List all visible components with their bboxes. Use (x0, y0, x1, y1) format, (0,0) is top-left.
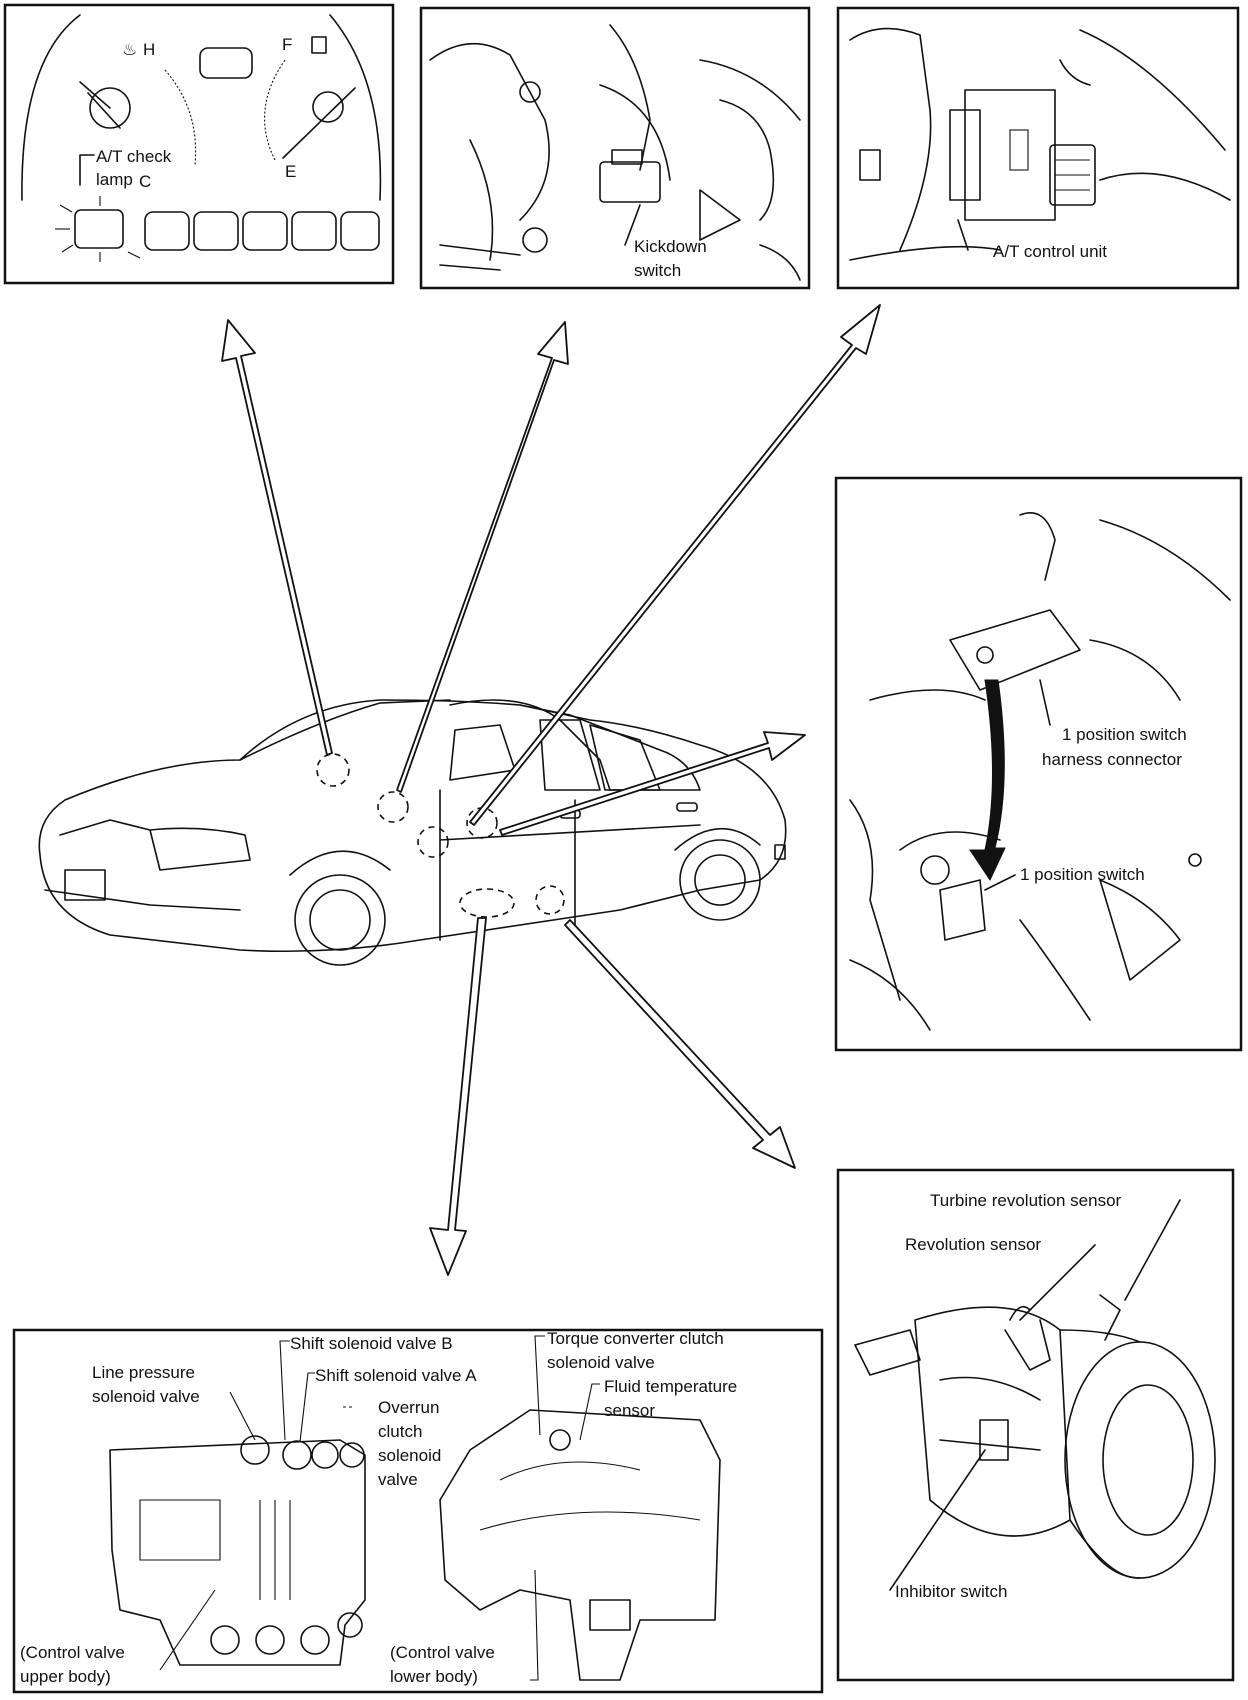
license-plate (64, 869, 106, 901)
arrow-to-position-switch (499, 731, 806, 836)
lower-body-label-1: (Control valve (390, 1643, 495, 1662)
control-unit-panel: A/T control unit (836, 6, 1240, 290)
headlights (59, 819, 251, 871)
marker-transmission (535, 885, 565, 915)
rear-quarter-window (589, 724, 661, 791)
temperature-gauge: ♨ H C (79, 40, 197, 191)
check-lamp-label-2: lamp (96, 170, 133, 189)
position-switch-frame (834, 476, 1243, 1052)
fluid-label-2: sensor (604, 1401, 655, 1420)
fluid-label-1: Fluid temperature (604, 1377, 737, 1396)
overrun-label-2: clutch (378, 1422, 422, 1441)
kickdown-sketch (429, 24, 801, 281)
kickdown-label-1: Kickdown (634, 237, 707, 256)
position-switch-label: 1 position switch (1020, 865, 1145, 884)
rear-wheel (679, 839, 761, 921)
upper-body (109, 1439, 366, 1666)
upper-body-label-2: upper body) (20, 1667, 111, 1686)
dashboard-panel: ♨ H C F E A/T check lamp (3, 3, 395, 285)
marker-kickdown (377, 791, 409, 823)
lower-body-label-2: lower body) (390, 1667, 478, 1686)
arrow-to-control-unit (469, 304, 881, 826)
kickdown-frame (419, 6, 811, 290)
overrun-label-4: valve (378, 1470, 418, 1489)
rear-door-window (539, 719, 601, 791)
at-check-lamp (74, 209, 124, 249)
control-unit-sketch (849, 27, 1231, 261)
fuel-gauge: F E (264, 35, 356, 181)
kickdown-panel: Kickdown switch (419, 6, 811, 290)
connector-label-1: 1 position switch (1062, 725, 1187, 744)
connector-to-switch-arrow (969, 679, 1006, 882)
side-mirror-window (449, 724, 516, 781)
arrow-to-kickdown (396, 321, 569, 793)
shift-a-label: Shift solenoid valve A (315, 1366, 477, 1385)
turbine-sensor-body (1099, 1294, 1121, 1341)
torque-label-1: Torque converter clutch (547, 1329, 724, 1348)
line-pressure-label-1: Line pressure (92, 1363, 195, 1382)
warning-lamp-row (55, 196, 380, 262)
kickdown-switch-body (599, 161, 661, 203)
overrun-label-1: Overrun (378, 1398, 439, 1417)
car-illustration (38, 699, 787, 966)
shift-b-label: Shift solenoid valve B (290, 1334, 453, 1353)
arrow-to-control-valve (429, 917, 487, 1276)
shifter-housing (949, 609, 1081, 691)
check-lamp-label-1: A/T check (96, 147, 172, 166)
gauge-e-label: E (285, 162, 296, 181)
revolution-sensor-label: Revolution sensor (905, 1235, 1041, 1254)
position-switch-panel: 1 position switch harness connector 1 po… (834, 476, 1243, 1052)
check-lamp-leader (79, 154, 95, 186)
odometer-window (199, 47, 253, 79)
marker-control-valve (459, 888, 515, 918)
arrow-to-dashboard (221, 319, 333, 756)
front-wheel (294, 874, 386, 966)
at-control-unit (964, 89, 1056, 221)
inhibitor-switch-label: Inhibitor switch (895, 1582, 1007, 1601)
overrun-label-3: solenoid (378, 1446, 441, 1465)
marker-dashboard (316, 753, 350, 787)
control-valve-frame (12, 1328, 824, 1694)
gauge-h-label: H (143, 40, 155, 59)
turbine-sensor-label: Turbine revolution sensor (930, 1191, 1122, 1210)
cluster-arc-left (21, 14, 81, 201)
callout-arrows (221, 304, 881, 1276)
upper-body-label-1: (Control valve (20, 1643, 125, 1662)
transmission-sketch (854, 1199, 1216, 1591)
marker-inhibitor (417, 826, 449, 858)
position-switch-body (939, 879, 986, 941)
arrow-to-transmission (564, 919, 796, 1169)
position-switch-sketch (849, 512, 1231, 1031)
valve-leader-lines (159, 1335, 600, 1681)
dashboard-frame (3, 3, 395, 285)
lower-body (439, 1409, 721, 1681)
cluster-arc-right (329, 14, 382, 201)
gauge-f-label: F (282, 35, 292, 54)
car-body (38, 699, 787, 953)
control-unit-label: A/T control unit (993, 242, 1107, 261)
gauge-c-label: C (139, 172, 151, 191)
kickdown-label-2: switch (634, 261, 681, 280)
temp-icon: ♨ (122, 40, 137, 59)
torque-label-2: solenoid valve (547, 1353, 655, 1372)
transmission-panel: Turbine revolution sensor Revolution sen… (836, 1168, 1235, 1682)
control-unit-frame (836, 6, 1240, 290)
line-pressure-label-2: solenoid valve (92, 1387, 200, 1406)
control-valve-panel: Line pressure solenoid valve Shift solen… (12, 1328, 824, 1694)
transmission-frame (836, 1168, 1235, 1682)
control-valve-sketch (109, 1409, 721, 1681)
inhibitor-switch-body (979, 1419, 1009, 1461)
connector-label-2: harness connector (1042, 750, 1182, 769)
fuel-pump-icon (311, 36, 327, 54)
